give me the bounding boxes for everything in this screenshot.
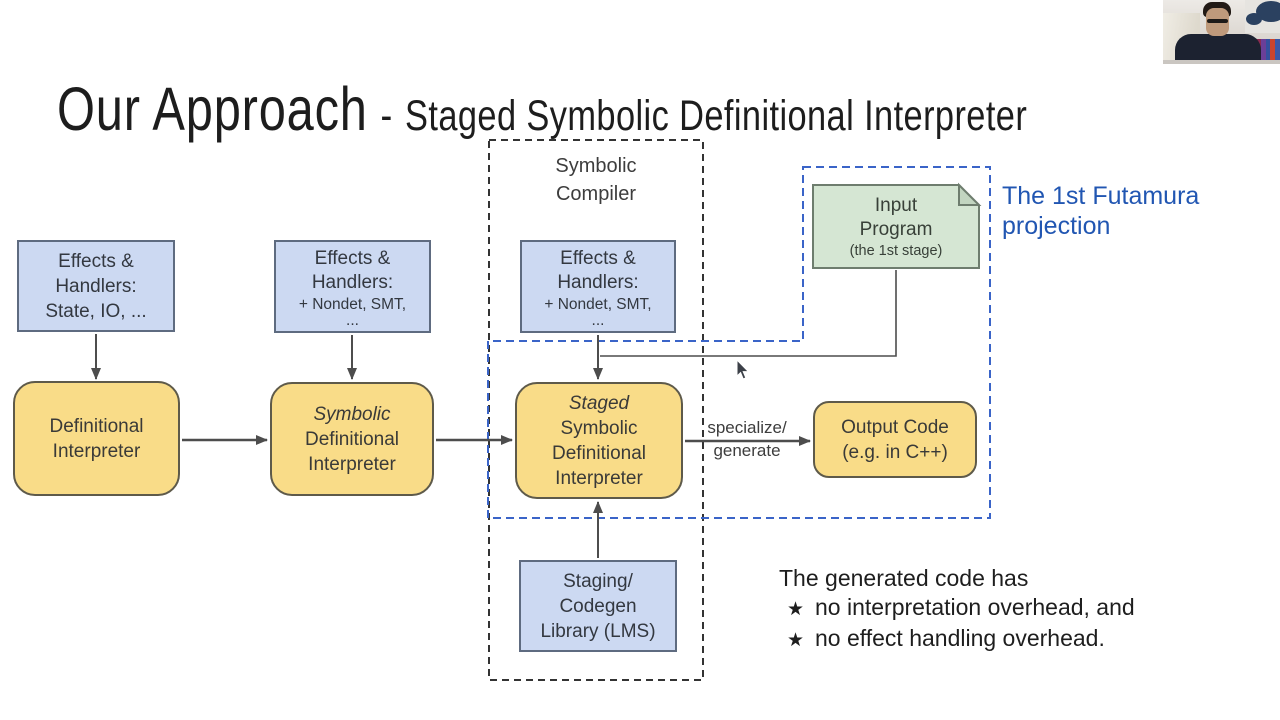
effects-handlers-nondet-box: Effects & Handlers: + Nondet, SMT, ... (274, 240, 431, 333)
futamura-line2: projection (1002, 212, 1111, 240)
symbolic-compiler-label: Symbolic Compiler (489, 152, 703, 208)
box-line: ... (346, 311, 359, 329)
symbolic-definitional-interpreter-box: Symbolic Definitional Interpreter (270, 382, 434, 496)
star-icon: ★ (787, 599, 805, 620)
star-icon: ★ (787, 630, 805, 651)
box-line: Handlers: (55, 275, 137, 297)
title-separator: - (380, 91, 393, 140)
generate-line: generate (713, 441, 781, 460)
webcam-person-glasses (1207, 19, 1228, 23)
effects-handlers-nondet-box-compiler: Effects & Handlers: + Nondet, SMT, ... (520, 240, 676, 333)
staging-codegen-library-box: Staging/ Codegen Library (LMS) (519, 560, 677, 652)
symbolic-compiler-line1: Symbolic (555, 155, 637, 177)
box-line: + Nondet, SMT, (298, 295, 407, 313)
box-line: Library (LMS) (540, 620, 656, 642)
box-line: State, IO, ... (45, 300, 147, 322)
box-line: Handlers: (311, 271, 394, 293)
webcam-person-shirt (1175, 34, 1261, 64)
webcam-wall-art (1245, 0, 1280, 33)
output-code-box: Output Code (e.g. in C++) (813, 401, 977, 478)
generated-code-notes: The generated code has ★ no interpretati… (779, 563, 1135, 655)
input-program-box: Input Program (the 1st stage) (813, 185, 979, 268)
box-line: Definitional (305, 428, 399, 450)
box-line: Codegen (559, 595, 637, 617)
box-line: + Nondet, SMT, (544, 295, 652, 313)
slide-title: Our Approach - Staged Symbolic Definitio… (57, 74, 1027, 144)
box-line: Effects & (58, 250, 134, 272)
staged-symbolic-definitional-interpreter-box: Staged Symbolic Definitional Interpreter (515, 382, 683, 499)
futamura-projection-label: The 1st Futamura projection (1002, 181, 1252, 241)
bullet-text: no interpretation overhead, and (815, 594, 1135, 620)
box-line: Interpreter (308, 453, 396, 475)
box-line: Definitional (49, 415, 144, 437)
title-main: Our Approach (57, 75, 368, 143)
box-line: Program (859, 218, 933, 240)
bullet-text: no effect handling overhead. (815, 625, 1105, 651)
symbolic-compiler-line2: Compiler (555, 183, 637, 205)
box-line: Staging/ (563, 570, 633, 592)
specialize-line: specialize/ (707, 418, 787, 437)
definitional-interpreter-box: Definitional Interpreter (13, 381, 180, 496)
wall-art-shape (1256, 1, 1280, 22)
webcam-overlay (1163, 0, 1280, 64)
box-line: Handlers: (557, 271, 639, 293)
wall-art-shape (1246, 13, 1262, 25)
effects-handlers-state-box: Effects & Handlers: State, IO, ... (17, 240, 175, 332)
title-subtitle: Staged Symbolic Definitional Interpreter (405, 92, 1028, 140)
box-line: (e.g. in C++) (842, 441, 948, 463)
box-line: Interpreter (52, 440, 141, 462)
box-note-line: (the 1st stage) (849, 242, 943, 259)
note-bullet: ★ no interpretation overhead, and (779, 593, 1135, 624)
notes-heading: The generated code has (779, 565, 1029, 591)
mouse-cursor-icon (736, 358, 752, 387)
webcam-desk-edge (1163, 60, 1280, 64)
box-line: ... (591, 311, 605, 329)
futamura-line1: The 1st Futamura (1002, 182, 1200, 210)
box-line: Effects & (560, 247, 636, 269)
box-line: Interpreter (555, 467, 643, 489)
box-line: Symbolic (560, 417, 638, 439)
box-line: Input (874, 194, 918, 216)
box-line: Definitional (552, 442, 646, 464)
box-line: Effects & (314, 247, 391, 269)
box-line-italic: Symbolic (313, 403, 391, 425)
note-bullet: ★ no effect handling overhead. (779, 624, 1135, 655)
specialize-generate-label: specialize/ generate (686, 416, 808, 462)
box-line: Output Code (841, 416, 949, 438)
box-line-italic: Staged (568, 392, 630, 414)
